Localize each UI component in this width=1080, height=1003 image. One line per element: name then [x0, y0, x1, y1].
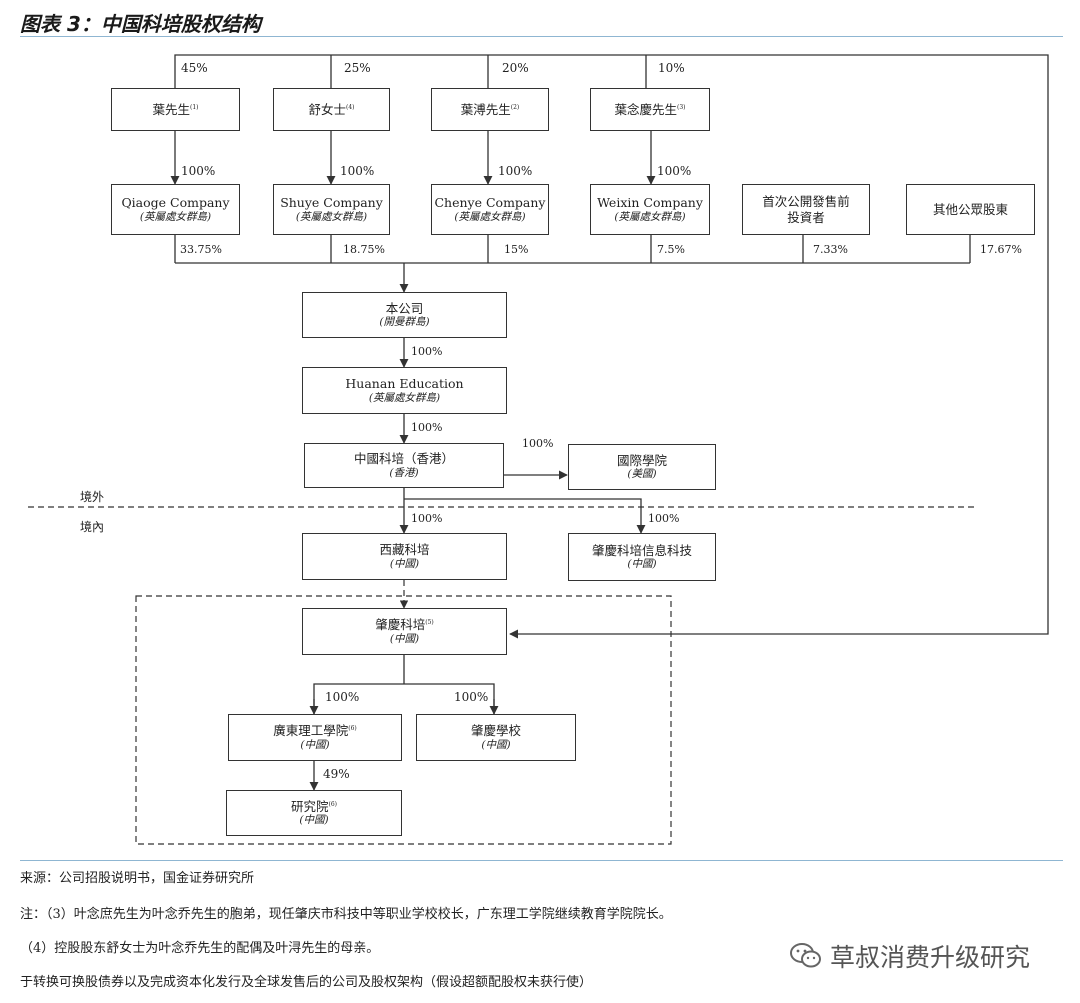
pct-label-zq-info: 100% [648, 512, 680, 525]
box-shuye-company: Shuye Company (英屬處女群島) [273, 184, 390, 235]
watermark: 草叔消费升级研究 [790, 938, 1030, 974]
box-yenianqing: 葉念慶先生(3) [590, 88, 710, 131]
box-yepu: 葉溥先生(2) [431, 88, 549, 131]
box-zhaoqing-school: 肇慶學校 (中國) [416, 714, 576, 761]
stake-label-preipo: 7.33% [813, 243, 848, 256]
source-note: 来源：公司招股说明书，国金证券研究所 [20, 871, 255, 886]
box-qiaoge-company: Qiaoge Company (英屬處女群島) [111, 184, 240, 235]
note-structure: 于转换可换股债券以及完成资本化发行及全球发售后的公司及股权架构（假设超额配股权未… [20, 975, 593, 990]
watermark-text: 草叔消费升级研究 [830, 943, 1031, 972]
stake-label-shuye: 18.75% [343, 243, 385, 256]
pct-label-yenianqing: 10% [658, 61, 685, 75]
stake-label-weixin: 7.5% [657, 243, 685, 256]
pct-label-huanan: 100% [411, 345, 443, 358]
box-guangdong-polytechnic: 廣東理工學院(6) (中國) [228, 714, 402, 761]
pct-label-shuye: 100% [340, 164, 375, 178]
box-shu: 舒女士(4) [273, 88, 390, 131]
box-zhaoqing-kepei: 肇慶科培(5) (中國) [302, 608, 507, 655]
pct-label-zq-school: 100% [454, 690, 489, 704]
wechat-icon [790, 943, 821, 968]
box-international-college: 國際學院 (美國) [568, 444, 716, 490]
pct-label-shu: 25% [344, 61, 371, 75]
pct-label-hk: 100% [411, 421, 443, 434]
label-offshore: 境外 [80, 490, 105, 504]
note-4: （4）控股股东舒女士为叶念乔先生的配偶及叶浔先生的母亲。 [20, 941, 380, 956]
pct-label-gd: 100% [325, 690, 360, 704]
pct-label-qiaoge: 100% [181, 164, 216, 178]
stake-label-public: 17.67% [980, 243, 1022, 256]
page-title: 图表 3：中国科培股权结构 [20, 12, 261, 36]
pct-label-ye: 45% [181, 61, 208, 75]
label-onshore: 境內 [80, 520, 105, 534]
title-rule [20, 36, 1063, 37]
box-company: 本公司 (開曼群島) [302, 292, 507, 338]
stake-label-chenye: 15% [504, 243, 529, 256]
pct-label-tibet: 100% [411, 512, 443, 525]
pct-label-intl: 100% [522, 437, 554, 450]
pct-label-research: 49% [323, 767, 350, 781]
box-zhaoqing-kepei-info: 肇慶科培信息科技 (中國) [568, 533, 716, 581]
pct-label-weixin: 100% [657, 164, 692, 178]
box-preipo-investors: 首次公開發售前 投資者 [742, 184, 870, 235]
box-research-institute: 研究院(6) (中國) [226, 790, 402, 836]
box-tibet-kepei: 西藏科培 (中國) [302, 533, 507, 580]
box-public-shareholders: 其他公眾股東 [906, 184, 1035, 235]
box-ye: 葉先生(1) [111, 88, 240, 131]
box-huanan-education: Huanan Education (英屬處女群島) [302, 367, 507, 414]
box-weixin-company: Weixin Company (英屬處女群島) [590, 184, 710, 235]
footer-rule [20, 860, 1063, 861]
pct-label-chenye: 100% [498, 164, 533, 178]
note-3: 注：（3）叶念庶先生为叶念乔先生的胞弟，现任肇庆市科技中等职业学校校长，广东理工… [20, 907, 672, 922]
box-china-kepei-hk: 中國科培（香港） (香港) [304, 443, 504, 488]
box-chenye-company: Chenye Company (英屬處女群島) [431, 184, 549, 235]
pct-label-yepu: 20% [502, 61, 529, 75]
stake-label-qiaoge: 33.75% [180, 243, 222, 256]
